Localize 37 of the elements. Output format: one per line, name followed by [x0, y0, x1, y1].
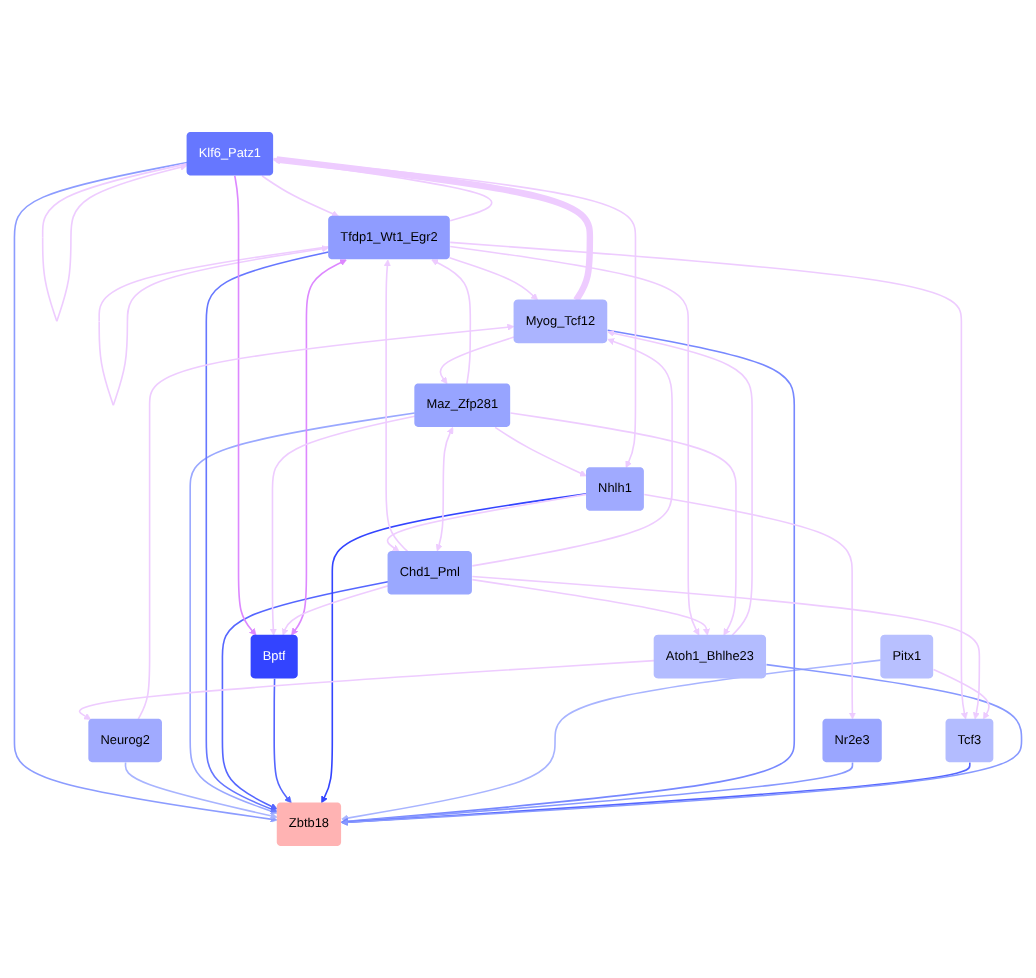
- arrow: [439, 336, 515, 385]
- arrow: [261, 175, 339, 217]
- arrow: [471, 575, 981, 720]
- arrow: [41, 163, 188, 323]
- arrow: [449, 245, 700, 636]
- arrow: [269, 415, 416, 636]
- arrow: [449, 241, 968, 720]
- arrow: [471, 338, 673, 567]
- arrow: [471, 578, 710, 636]
- arrow: [273, 677, 292, 804]
- arrow: [137, 323, 515, 720]
- arrow: [13, 161, 278, 823]
- arrow: [448, 257, 539, 301]
- arrow: [124, 761, 278, 820]
- arrow: [321, 492, 588, 804]
- arrow: [386, 493, 588, 552]
- arrow: [78, 659, 655, 720]
- arrow: [273, 157, 493, 222]
- arrow: [272, 157, 637, 468]
- arrow: [233, 175, 257, 636]
- arrow: [341, 663, 1023, 826]
- arrow: [273, 156, 594, 302]
- arrow: [494, 426, 587, 477]
- arrow: [98, 245, 330, 406]
- arrow: [932, 668, 990, 720]
- arrow: [431, 259, 472, 385]
- arrow: [509, 412, 737, 636]
- arrow: [435, 427, 454, 552]
- arrow: [221, 580, 389, 810]
- arrow: [205, 251, 330, 813]
- arrow: [383, 259, 409, 553]
- arrow: [291, 259, 347, 636]
- arrow: [189, 412, 416, 815]
- arrow: [341, 659, 882, 822]
- arrow: [281, 585, 389, 636]
- arrow: [643, 493, 856, 720]
- arrow: [607, 329, 753, 637]
